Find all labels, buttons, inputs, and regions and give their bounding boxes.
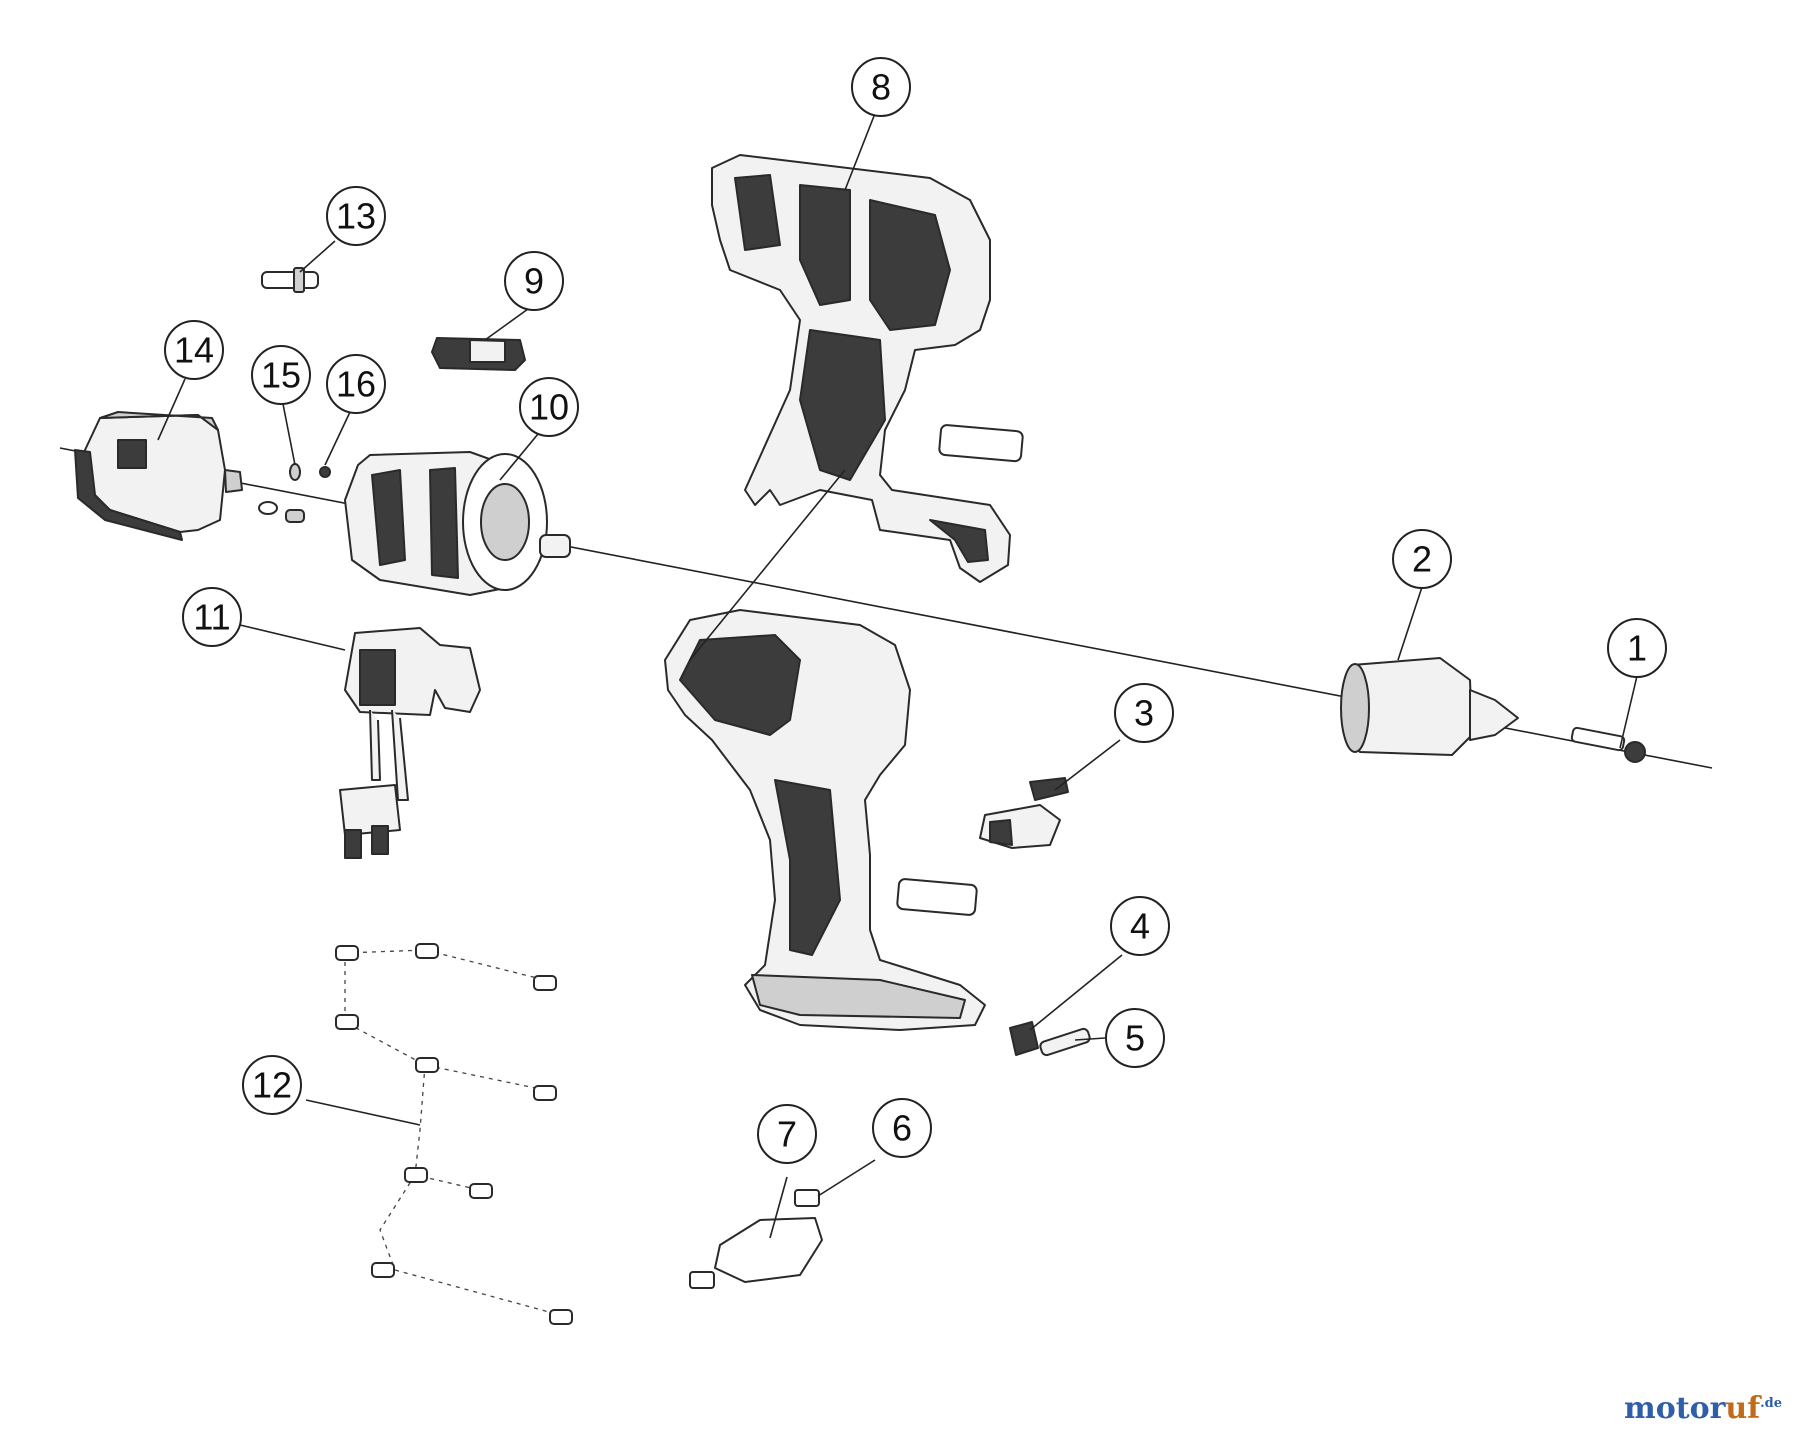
part-11-trigger-switch [339, 627, 481, 859]
callout-7: 7 [757, 1104, 817, 1164]
callout-10: 10 [519, 377, 579, 437]
leader-8 [844, 115, 875, 191]
leader-13 [299, 240, 336, 273]
part-6-pin [689, 1189, 820, 1289]
part-5-bit [1039, 1027, 1091, 1057]
callout-13: 13 [326, 186, 386, 246]
part-7-cover [714, 1217, 823, 1283]
callout-11-label: 11 [193, 597, 230, 638]
leader-7 [769, 1176, 788, 1239]
part-2-chuck [1340, 657, 1519, 756]
callout-12-label: 12 [252, 1065, 292, 1106]
callout-11: 11 [182, 587, 242, 647]
callout-13-label: 13 [336, 196, 376, 237]
part-8-housing-left [711, 154, 1024, 583]
callout-9: 9 [504, 251, 564, 311]
callout-2-label: 2 [1412, 539, 1432, 580]
callout-4-label: 4 [1130, 906, 1150, 947]
callout-12: 12 [242, 1055, 302, 1115]
leader-4 [1029, 954, 1123, 1031]
leader-15 [282, 403, 296, 466]
leader-14 [157, 378, 186, 441]
part-10-gearbox [344, 451, 571, 596]
callout-14: 14 [164, 320, 224, 380]
leader-6 [817, 1159, 876, 1197]
part-1-chuck-screw [1570, 726, 1646, 763]
callout-3: 3 [1114, 683, 1174, 743]
leader-5 [1074, 1037, 1106, 1041]
leader-1 [1619, 675, 1638, 749]
leader-3 [1054, 739, 1121, 791]
callout-1-label: 1 [1627, 628, 1647, 669]
watermark-accent: uf [1725, 1391, 1761, 1426]
leader-2 [1397, 586, 1423, 661]
part-16-pin [285, 466, 331, 523]
callout-15: 15 [251, 345, 311, 405]
callout-15-label: 15 [261, 355, 301, 396]
housing-right [664, 609, 986, 1031]
callout-5-label: 5 [1125, 1018, 1145, 1059]
callout-9-label: 9 [524, 261, 544, 302]
callout-1: 1 [1607, 618, 1667, 678]
leader-11 [239, 624, 346, 651]
part-3-belt-clip [979, 777, 1069, 849]
leader-16 [324, 411, 351, 466]
callout-2: 2 [1392, 529, 1452, 589]
callout-14-label: 14 [174, 330, 214, 371]
part-4-bit-holder [1009, 1021, 1039, 1056]
watermark-main: motor [1623, 1391, 1726, 1426]
callout-16-label: 16 [336, 364, 376, 405]
leader-10 [499, 433, 539, 481]
part-13-shaft [261, 267, 319, 293]
callout-5: 5 [1105, 1008, 1165, 1068]
leader-12 [305, 1099, 421, 1126]
callout-10-label: 10 [529, 387, 569, 428]
part-15-washer [258, 463, 301, 515]
callout-6-label: 6 [892, 1108, 912, 1149]
watermark-logo: motoruf.de [1624, 1391, 1782, 1426]
callout-6: 6 [872, 1098, 932, 1158]
leader-9 [484, 308, 529, 341]
callout-8-label: 8 [871, 67, 891, 108]
callout-8: 8 [851, 57, 911, 117]
watermark-tld: .de [1760, 1396, 1782, 1411]
part-9-switch-slide [431, 337, 526, 371]
callout-3-label: 3 [1134, 693, 1154, 734]
callout-4: 4 [1110, 896, 1170, 956]
leader-8b [689, 469, 846, 661]
callout-7-label: 7 [777, 1114, 797, 1155]
part-12-screws [335, 943, 573, 1325]
callout-16: 16 [326, 354, 386, 414]
part-14-motor [74, 411, 243, 541]
